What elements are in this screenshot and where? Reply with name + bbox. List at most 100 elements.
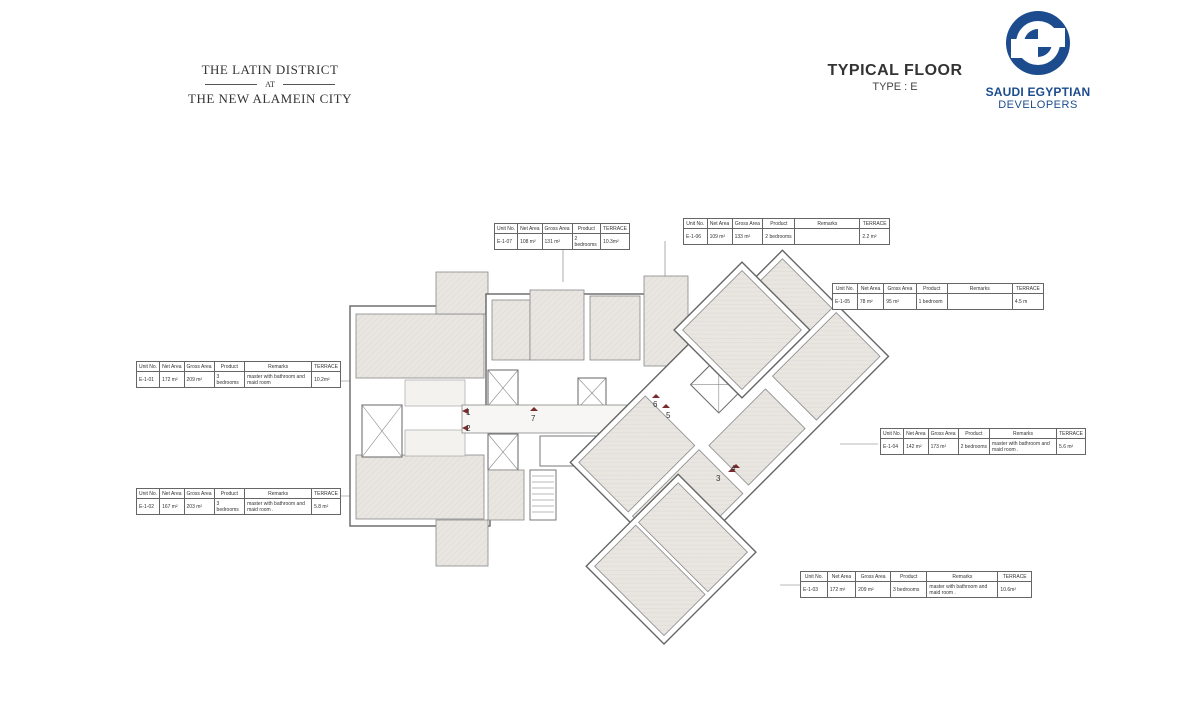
- terrace: 10.2m²: [311, 371, 341, 388]
- marker-1: 1: [466, 408, 471, 417]
- header-remarks: Remarks: [244, 361, 313, 372]
- terrace: 10.3m²: [600, 233, 630, 250]
- unit-no: E-1-07: [493, 233, 519, 250]
- header-remarks: Remarks: [946, 283, 1013, 294]
- unit-table-e-1-04: Unit No. Net Area Gross Area Product Rem…: [879, 428, 1086, 455]
- project-title-at: AT: [265, 80, 275, 89]
- project-title-block: THE LATIN DISTRICT AT THE NEW ALAMEIN CI…: [150, 62, 390, 107]
- header-gross-area: Gross Area: [855, 571, 891, 582]
- header-net-area: Net Area: [856, 283, 885, 294]
- header-remarks: Remarks: [926, 571, 999, 582]
- floor-title: TYPICAL FLOOR: [827, 62, 963, 79]
- net-area: 172 m²: [159, 371, 185, 388]
- header-gross-area: Gross Area: [731, 218, 764, 229]
- remarks: master with bathroom and maid room .: [926, 581, 999, 598]
- remarks: [946, 293, 1013, 310]
- header-terrace: TERRACE: [859, 218, 890, 229]
- header-net-area: Net Area: [706, 218, 733, 229]
- unit-table-e-1-03: Unit No. Net Area Gross Area Product Rem…: [800, 571, 1032, 598]
- terrace: 10.6m²: [997, 581, 1032, 598]
- product: 3 bedrooms: [213, 498, 246, 515]
- header-product: Product: [889, 571, 928, 582]
- marker-5: 5: [666, 411, 671, 420]
- remarks: master with bathroom and maid room .: [989, 438, 1058, 455]
- unit-table-e-1-07: Unit No. Net Area Gross Area Product TER…: [493, 223, 630, 250]
- header-unit-no: Unit No.: [135, 488, 161, 499]
- project-title-line1: THE LATIN DISTRICT: [201, 62, 339, 77]
- product: 2 bedrooms: [571, 233, 602, 250]
- south-wing: [585, 473, 757, 645]
- header-terrace: TERRACE: [311, 488, 341, 499]
- header-product: Product: [213, 361, 246, 372]
- marker-6: 6: [653, 400, 658, 409]
- unit-no: E-1-04: [879, 438, 905, 455]
- marker-7: 7: [531, 414, 536, 423]
- header-unit-no: Unit No.: [135, 361, 161, 372]
- header-terrace: TERRACE: [311, 361, 341, 372]
- header-net-area: Net Area: [159, 488, 185, 499]
- logo-emblem-icon: [1006, 11, 1070, 75]
- product: 3 bedrooms: [213, 371, 246, 388]
- product: 3 bedrooms: [889, 581, 928, 598]
- unit-no: E-1-06: [683, 228, 708, 245]
- net-area: 108 m²: [517, 233, 543, 250]
- unit-no: E-1-03: [800, 581, 828, 598]
- remarks: master with bathroom and maid room .: [244, 498, 313, 515]
- header-unit-no: Unit No.: [832, 283, 858, 294]
- header-terrace: TERRACE: [997, 571, 1032, 582]
- header-gross-area: Gross Area: [883, 283, 917, 294]
- net-area: 78 m²: [856, 293, 885, 310]
- header-net-area: Net Area: [159, 361, 185, 372]
- header-gross-area: Gross Area: [541, 223, 573, 234]
- unit-table-e-1-02: Unit No. Net Area Gross Area Product Rem…: [135, 488, 341, 515]
- net-area: 142 m²: [903, 438, 929, 455]
- unit-markers: 1 2 3 4 5 6 7: [462, 394, 740, 483]
- header-product: Product: [762, 218, 796, 229]
- header-terrace: TERRACE: [600, 223, 630, 234]
- unit-table-e-1-06: Unit No. Net Area Gross Area Product Rem…: [683, 218, 890, 245]
- terrace: 4.5 m: [1011, 293, 1045, 310]
- logo-subname: DEVELOPERS: [998, 99, 1078, 111]
- net-area: 109 m²: [706, 228, 733, 245]
- header-remarks: Remarks: [989, 428, 1058, 439]
- header-unit-no: Unit No.: [879, 428, 905, 439]
- unit-no: E-1-05: [832, 293, 858, 310]
- project-title-line3: THE NEW ALAMEIN CITY: [188, 91, 352, 106]
- header-product: Product: [213, 488, 246, 499]
- divider: [205, 84, 258, 85]
- header-terrace: TERRACE: [1056, 428, 1086, 439]
- header-gross-area: Gross Area: [183, 488, 215, 499]
- gross-area: 133 m²: [731, 228, 764, 245]
- marker-4: 4: [731, 464, 736, 473]
- unit-table-e-1-05: Unit No. Net Area Gross Area Product Rem…: [832, 283, 1045, 310]
- header-remarks: Remarks: [244, 488, 313, 499]
- unit-no: E-1-01: [135, 371, 161, 388]
- header-remarks: Remarks: [794, 218, 861, 229]
- product: 2 bedrooms: [957, 438, 991, 455]
- header-product: Product: [957, 428, 991, 439]
- gross-area: 209 m²: [183, 371, 215, 388]
- header-net-area: Net Area: [903, 428, 929, 439]
- terrace: 5.8 m²: [311, 498, 341, 515]
- marker-2: 2: [466, 424, 471, 433]
- header-gross-area: Gross Area: [927, 428, 959, 439]
- product: 1 bedroom: [915, 293, 948, 310]
- gross-area: 203 m²: [183, 498, 215, 515]
- terrace: 5.6 m²: [1056, 438, 1086, 455]
- gross-area: 131 m²: [541, 233, 573, 250]
- net-area: 167 m²: [159, 498, 185, 515]
- header-unit-no: Unit No.: [493, 223, 519, 234]
- unit-no: E-1-02: [135, 498, 161, 515]
- gross-area: 209 m²: [855, 581, 891, 598]
- floor-title-block: TYPICAL FLOOR TYPE : E: [800, 62, 990, 93]
- north-east-wing: [673, 261, 811, 399]
- header-unit-no: Unit No.: [800, 571, 828, 582]
- gross-area: 173 m²: [927, 438, 959, 455]
- net-area: 172 m²: [826, 581, 857, 598]
- header-product: Product: [915, 283, 948, 294]
- floor-type: TYPE : E: [872, 81, 918, 93]
- logo-name: SAUDI EGYPTIAN: [985, 85, 1091, 99]
- header-gross-area: Gross Area: [183, 361, 215, 372]
- product: 2 bedrooms: [762, 228, 796, 245]
- divider: [282, 84, 335, 85]
